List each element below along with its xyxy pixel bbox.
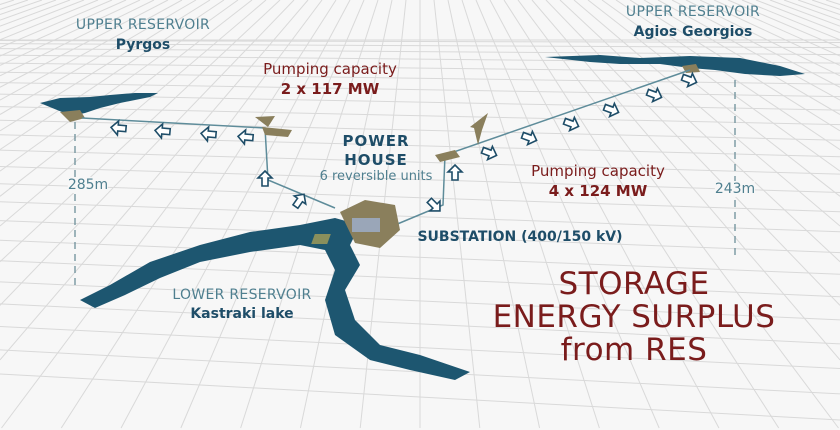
grid-line [0, 0, 127, 57]
headline-line-2: ENERGY SURPLUS [492, 299, 776, 335]
power-house-units [352, 218, 380, 232]
surge-tank-left [255, 116, 292, 137]
pumping-right-value: 4 x 124 MW [548, 182, 648, 200]
grid-line [0, 0, 57, 21]
height-right-label: 243m [714, 181, 756, 198]
grid-line [657, 0, 840, 101]
grid-line [825, 0, 840, 5]
grid-line [0, 0, 99, 41]
grid-line [0, 0, 295, 306]
substation-label: SUBSTATION (400/150 kV) [417, 229, 623, 245]
upper-reservoir-right-caption: UPPER RESERVOIR [625, 4, 761, 20]
flow-arrow-icon [562, 115, 580, 133]
flow-arrow-icon [680, 71, 698, 89]
flow-arrow-icon [645, 86, 663, 104]
grid-line [475, 0, 660, 429]
grid-line [797, 0, 840, 16]
power-house-title-2: HOUSE [344, 151, 408, 169]
grid-line [0, 0, 141, 66]
pipeline-right [394, 69, 691, 226]
flow-arrow-icon [446, 163, 464, 181]
grid-line [587, 0, 840, 197]
intake-left [60, 110, 85, 122]
grid-line [0, 0, 281, 263]
grid-line [559, 0, 840, 263]
grid-line [517, 0, 839, 429]
grid-line [699, 0, 840, 66]
grid-line [671, 0, 840, 88]
flow-arrow-icon [109, 119, 128, 137]
headline-line-1: STORAGE [558, 266, 710, 302]
power-house-title-1: POWER [342, 132, 410, 150]
grid-line [0, 0, 71, 27]
pumping-left-label: Pumping capacity [263, 60, 397, 78]
grid-line [120, 0, 351, 429]
grid-line [0, 0, 15, 5]
pumping-right-label: Pumping capacity [531, 162, 665, 180]
flow-arrow-icon [602, 101, 620, 119]
power-house-subtitle: 6 reversible units [319, 169, 433, 184]
grid-line [503, 0, 780, 429]
grid-line [461, 0, 600, 429]
flow-arrow-icon [480, 144, 498, 162]
grid-line [0, 0, 155, 77]
upper-reservoir-pyrgos [40, 93, 158, 116]
grid-line [0, 0, 211, 132]
flow-arrow-icon [153, 122, 172, 140]
grid-line [0, 0, 267, 227]
grid-line [713, 0, 840, 57]
headline-line-3: from RES [560, 332, 708, 368]
lower-reservoir-kastraki [80, 218, 470, 380]
grid-line [0, 0, 29, 10]
grid-line [685, 0, 840, 77]
grid-line [601, 0, 840, 172]
flow-arrows [109, 71, 698, 212]
upper-reservoir-agios-georgios [545, 55, 805, 76]
flow-arrow-icon [291, 193, 307, 210]
grid-line [433, 0, 481, 429]
flow-arrow-icon [520, 129, 538, 147]
grid-line [727, 0, 840, 49]
grid-line [573, 0, 840, 227]
flow-arrow-icon [426, 197, 441, 212]
grid-line [447, 0, 541, 429]
grid-line [1, 0, 323, 429]
height-left-label: 285m [67, 177, 109, 194]
grid-line [783, 0, 840, 21]
grid-line [769, 0, 840, 27]
upper-reservoir-left-name: Pyrgos [115, 37, 171, 53]
pumping-left-value: 2 x 117 MW [280, 80, 380, 98]
flow-arrow-icon [199, 125, 218, 143]
surge-tank-right [435, 113, 488, 162]
grid-line [741, 0, 840, 41]
grid-line [180, 0, 365, 429]
grid-line [0, 0, 183, 101]
grid-line [0, 0, 43, 16]
grid-line [811, 0, 840, 10]
upper-reservoir-left-caption: UPPER RESERVOIR [75, 17, 211, 33]
grid-line [0, 0, 85, 34]
substation [311, 234, 331, 244]
grid-line [0, 0, 169, 88]
flow-arrow-icon [236, 128, 255, 146]
lower-reservoir-caption: LOWER RESERVOIR [172, 287, 312, 303]
grid-line [60, 0, 337, 429]
flow-arrow-icon [256, 169, 274, 187]
grid-line [489, 0, 720, 429]
lower-reservoir-name: Kastraki lake [190, 306, 294, 322]
grid-line [0, 0, 113, 49]
grid-line [0, 0, 239, 172]
upper-reservoir-right-name: Agios Georgios [633, 24, 753, 40]
grid-line [0, 0, 309, 361]
grid-line [643, 0, 840, 115]
grid-line [0, 0, 197, 115]
grid-line [240, 0, 379, 429]
grid-line [615, 0, 840, 150]
grid-line [0, 0, 225, 150]
grid-line [545, 0, 840, 306]
grid-line [755, 0, 840, 34]
